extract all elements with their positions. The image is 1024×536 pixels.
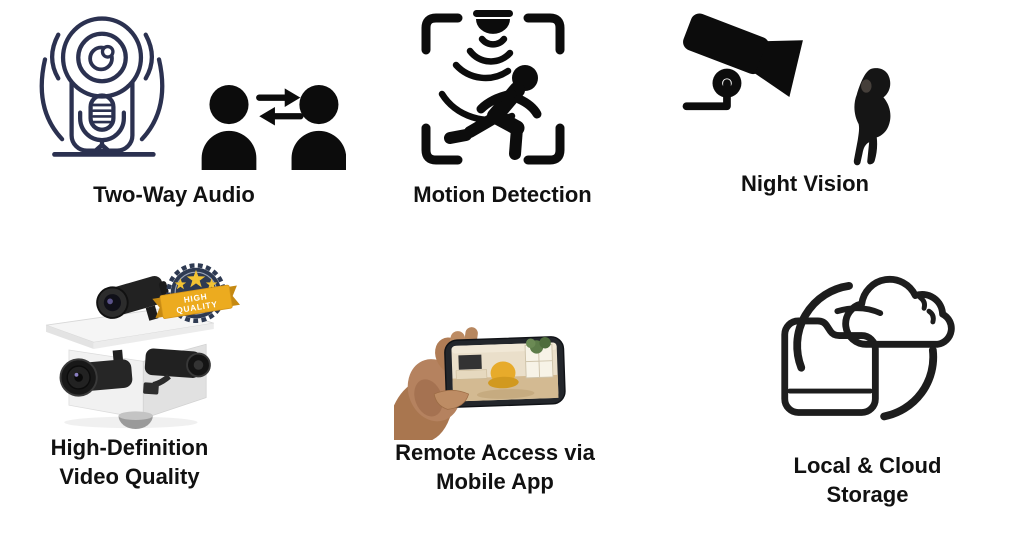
folder-icon	[781, 305, 884, 416]
smartphone	[444, 336, 566, 408]
hand-holding-smartphone-photo	[393, 327, 566, 440]
feature-label: Night Vision	[741, 171, 869, 196]
camera-body	[683, 13, 803, 98]
right-bullet-camera	[143, 348, 211, 395]
cctv-camera-icon	[682, 13, 803, 111]
badge-text-high: HIGH	[183, 292, 208, 305]
folder-cloud-sync-icon	[781, 276, 955, 421]
running-person	[444, 65, 542, 160]
feature-label: High-Definition Video Quality	[50, 435, 209, 489]
person-left	[201, 84, 257, 170]
ceiling-sensor	[473, 10, 513, 34]
high-quality-badge: HIGH QUALITY	[152, 263, 240, 323]
feature-hd-video-quality: HIGH QUALITY High-Definition Video Quali…	[12, 260, 247, 510]
cloud-icon	[842, 276, 955, 348]
feature-motion-detection: Motion Detection	[400, 6, 605, 216]
microphone-icon	[78, 93, 126, 154]
person-in-dark-silhouette	[853, 68, 891, 166]
left-bullet-camera	[59, 349, 133, 397]
feature-label: Remote Access via Mobile App	[395, 440, 595, 494]
feature-label: Two-Way Audio	[93, 182, 255, 207]
frame-brackets	[421, 13, 565, 165]
camera-feed-screen	[451, 337, 559, 402]
motion-sensor-running-person-icon	[421, 10, 565, 165]
badge-ribbon: HIGH QUALITY	[152, 284, 240, 319]
sync-arrows	[793, 281, 938, 421]
face-shadow	[861, 79, 872, 93]
feature-remote-access: Remote Access via Mobile App	[380, 298, 610, 518]
two-people-exchange-icon	[201, 84, 346, 170]
exchange-arrows-icon	[256, 88, 304, 126]
wall-bracket	[682, 79, 731, 111]
feature-night-vision: Night Vision	[665, 4, 945, 214]
feature-label: Local & Cloud Storage	[793, 453, 942, 507]
video-doorbell-speaker-icon	[39, 16, 165, 157]
person-right	[291, 84, 346, 170]
star-icons	[174, 269, 218, 290]
bottom-dome-camera	[118, 411, 153, 430]
feature-label: Motion Detection	[413, 182, 592, 207]
feature-two-way-audio: Two-Way Audio	[14, 6, 346, 216]
thumb	[433, 389, 470, 410]
top-bullet-camera	[96, 276, 169, 321]
feature-local-cloud-storage: Local & Cloud Storage	[765, 268, 970, 518]
